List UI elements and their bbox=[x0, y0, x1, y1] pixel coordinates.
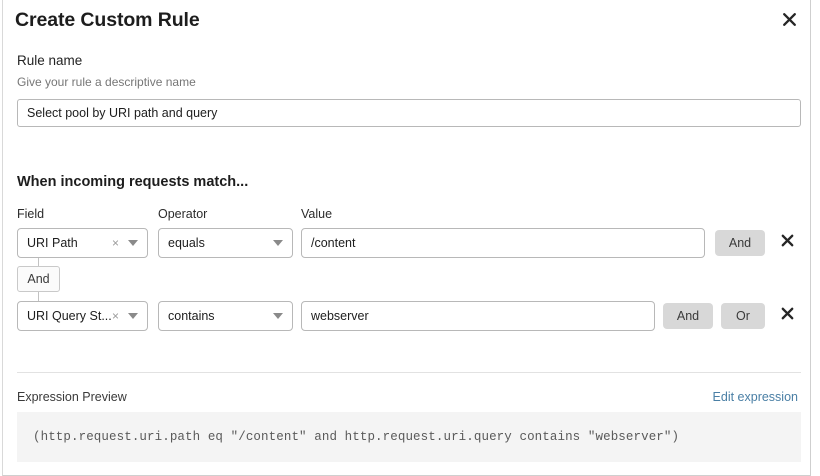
chevron-down-icon bbox=[273, 240, 283, 246]
rule-name-hint: Give your rule a descriptive name bbox=[17, 75, 196, 89]
or-button-2[interactable]: Or bbox=[721, 303, 765, 329]
column-header-operator: Operator bbox=[158, 207, 208, 221]
operator-select-2-value: contains bbox=[168, 309, 215, 323]
chevron-down-icon bbox=[273, 313, 283, 319]
expression-preview-box: (http.request.uri.path eq "/content" and… bbox=[17, 412, 801, 462]
condition-row: URI Path × equals And bbox=[3, 228, 812, 258]
close-icon bbox=[782, 12, 797, 27]
clear-icon[interactable]: × bbox=[111, 236, 119, 250]
operator-select-1[interactable]: equals bbox=[158, 228, 293, 258]
remove-icon bbox=[781, 234, 794, 250]
condition-row: URI Query St... × contains And Or bbox=[3, 301, 812, 331]
connector-line-bottom bbox=[38, 292, 39, 301]
expression-preview-code: (http.request.uri.path eq "/content" and… bbox=[33, 430, 680, 444]
conditions-heading: When incoming requests match... bbox=[17, 174, 249, 190]
field-select-1-value: URI Path bbox=[27, 236, 78, 250]
connector-line-top bbox=[38, 258, 39, 267]
operator-select-2[interactable]: contains bbox=[158, 301, 293, 331]
and-button-1[interactable]: And bbox=[715, 230, 765, 256]
column-header-value: Value bbox=[301, 207, 333, 221]
connector-and-badge[interactable]: And bbox=[17, 266, 60, 292]
rule-name-label: Rule name bbox=[17, 53, 83, 68]
column-header-field: Field bbox=[17, 207, 45, 221]
divider bbox=[17, 372, 801, 373]
value-input-2[interactable] bbox=[301, 301, 655, 331]
remove-condition-button-1[interactable] bbox=[776, 231, 798, 253]
value-input-1[interactable] bbox=[301, 228, 705, 258]
page-title: Create Custom Rule bbox=[15, 9, 200, 31]
operator-select-1-value: equals bbox=[168, 236, 205, 250]
edit-expression-link[interactable]: Edit expression bbox=[712, 390, 798, 404]
field-select-1[interactable]: URI Path × bbox=[17, 228, 148, 258]
remove-icon bbox=[781, 307, 794, 323]
expression-preview-label: Expression Preview bbox=[17, 390, 127, 404]
field-select-2[interactable]: URI Query St... × bbox=[17, 301, 148, 331]
and-button-2[interactable]: And bbox=[663, 303, 713, 329]
rule-name-input[interactable] bbox=[17, 99, 801, 127]
chevron-down-icon bbox=[128, 313, 138, 319]
chevron-down-icon bbox=[128, 240, 138, 246]
field-select-2-value: URI Query St... bbox=[27, 309, 112, 323]
remove-condition-button-2[interactable] bbox=[776, 304, 798, 326]
close-dialog-button[interactable] bbox=[776, 6, 802, 32]
clear-icon[interactable]: × bbox=[111, 309, 119, 323]
